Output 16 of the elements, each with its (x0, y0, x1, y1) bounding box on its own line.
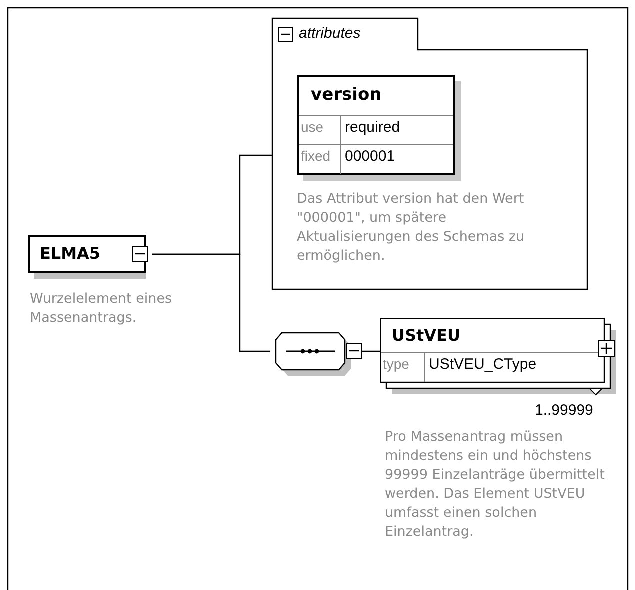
description-text: Das Attribut version hat den Wert "000001", um spätere Aktualisierungen des Schemas zu ermöglichen. (297, 190, 526, 266)
property-value: 000001 (344, 147, 396, 167)
description-text: Wurzelelement eines Massenantrags. (30, 290, 174, 328)
property-value: UStVEU_CType (428, 355, 538, 375)
property-name: type (381, 353, 425, 382)
attribute-name: version (311, 85, 382, 105)
panel-heading: attributes (299, 25, 361, 42)
element-name: UStVEU (392, 326, 460, 345)
connector-line (362, 350, 380, 352)
cardinality-label: 1..99999 (535, 402, 594, 419)
property-name: use (299, 116, 341, 145)
element-name: ELMA5 (40, 244, 101, 263)
connector-line (152, 254, 270, 352)
property-name: fixed (299, 145, 341, 174)
property-value: required (344, 118, 402, 138)
description-text: Pro Massenantrag müssen mindestens ein und höchstens 99999 Einzelanträge übermittelt werden. Das Element UStVEU umfasst einen solchen Einzelantrag. (385, 428, 606, 542)
